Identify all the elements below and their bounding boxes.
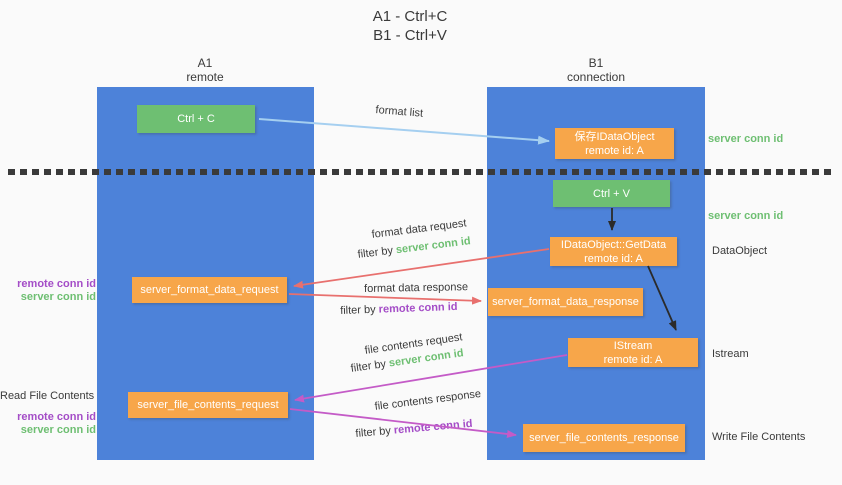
label-istream: Istream (712, 348, 749, 360)
node-save-idataobject-line2: remote id: A (585, 144, 644, 157)
filter-by-text: filter by (355, 424, 395, 440)
node-ctrl-v: Ctrl + V (553, 180, 670, 207)
lane-b1-subtitle: connection (566, 70, 626, 84)
diagram-title-line1: A1 - Ctrl+C (372, 8, 448, 25)
node-save-idataobject: 保存IDataObject remote id: A (555, 128, 674, 159)
node-idataobject-getdata: IDataObject::GetData remote id: A (550, 237, 677, 266)
label-server-conn-id-left-top: server conn id (20, 291, 96, 303)
node-server-format-data-response: server_format_data_response (488, 288, 643, 316)
label-read-file-contents: Read File Contents (0, 390, 95, 402)
node-istream: IStream remote id: A (568, 338, 698, 367)
node-istream-line1: IStream (613, 339, 653, 352)
remote-conn-id-text: remote conn id (378, 300, 458, 316)
node-server-file-contents-response: server_file_contents_response (523, 424, 685, 452)
label-server-conn-id-right-mid: server conn id (708, 210, 784, 222)
node-server-format-data-response-label: server_format_data_response (492, 296, 639, 308)
node-idataobject-getdata-line1: IDataObject::GetData (560, 238, 667, 251)
diagram-title: A1 - Ctrl+C B1 - Ctrl+V (0, 7, 820, 45)
lane-b1-title: B1 (588, 56, 604, 70)
diagram-title-line2: B1 - Ctrl+V (373, 27, 447, 44)
label-server-conn-id-right-top: server conn id (708, 133, 784, 145)
node-server-format-data-request: server_format_data_request (132, 277, 287, 303)
lane-b1-header: B1 connection (536, 56, 656, 84)
lane-a1-subtitle: remote (186, 70, 224, 84)
node-save-idataobject-line1: 保存IDataObject (574, 130, 655, 143)
label-file-contents-response: file contents response (374, 387, 482, 413)
label-remote-conn-id-left-bottom: remote conn id (17, 411, 96, 423)
label-remote-conn-id-left-top: remote conn id (17, 278, 96, 290)
node-server-file-contents-request-label: server_file_contents_request (137, 399, 279, 411)
node-ctrl-c: Ctrl + C (137, 105, 255, 133)
remote-conn-id-text: remote conn id (393, 417, 473, 437)
lane-a1-title: A1 (197, 56, 213, 70)
server-conn-id-text: server conn id (395, 235, 472, 257)
label-filter-format-data-response: filter by remote conn id (340, 301, 458, 318)
filter-by-text: filter by (357, 244, 397, 261)
node-ctrl-v-label: Ctrl + V (593, 187, 630, 200)
node-idataobject-getdata-line2: remote id: A (584, 252, 643, 265)
filter-by-text: filter by (350, 357, 390, 375)
node-server-format-data-request-label: server_format_data_request (140, 284, 279, 296)
label-filter-file-contents-response: filter by remote conn id (355, 418, 473, 441)
node-server-file-contents-request: server_file_contents_request (128, 392, 288, 418)
node-server-file-contents-response-label: server_file_contents_response (529, 432, 679, 444)
filter-by-text: filter by (340, 303, 379, 317)
label-server-conn-id-left-bottom: server conn id (20, 424, 96, 436)
label-dataobject: DataObject (712, 245, 768, 257)
label-format-data-response: format data response (364, 281, 469, 295)
node-istream-line2: remote id: A (603, 353, 663, 366)
label-format-list: format list (375, 104, 424, 120)
lane-a1-header: A1 remote (145, 56, 265, 84)
node-ctrl-c-label: Ctrl + C (177, 113, 215, 125)
label-write-file-contents: Write File Contents (712, 431, 806, 443)
